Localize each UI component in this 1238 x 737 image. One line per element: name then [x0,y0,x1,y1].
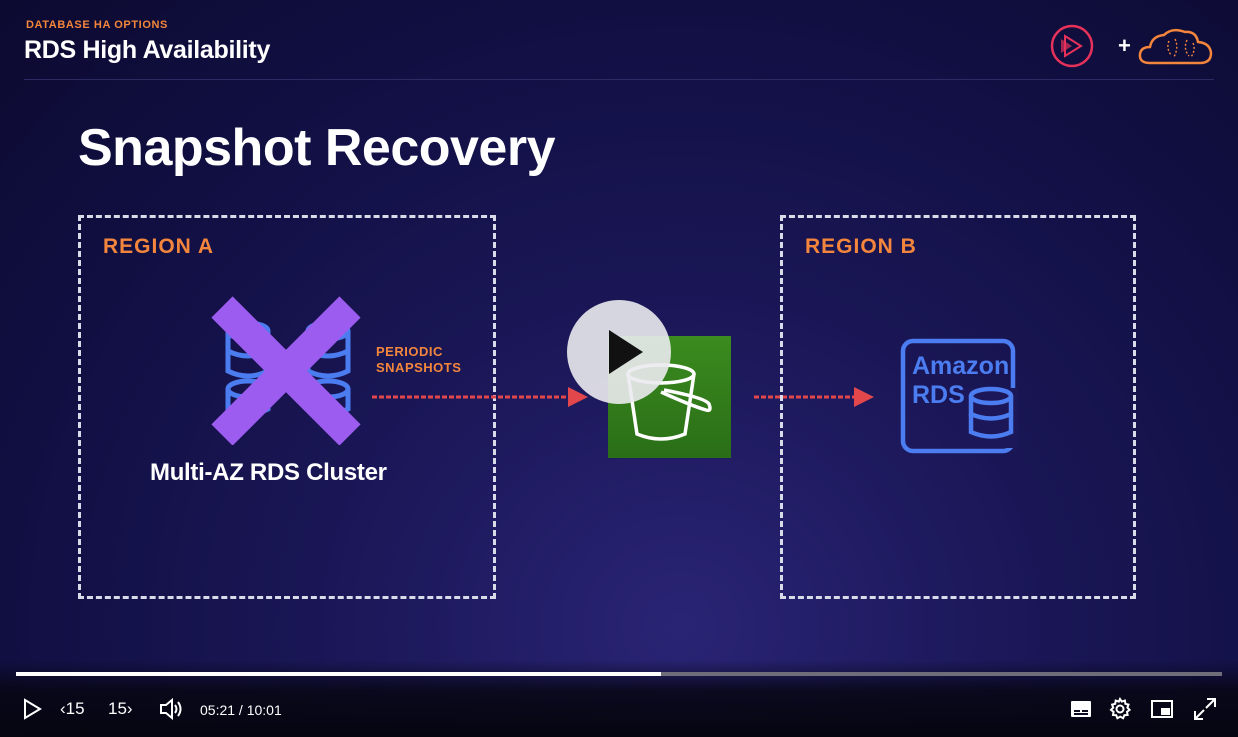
picture-in-picture-icon[interactable] [1150,698,1174,720]
volume-icon[interactable] [158,697,184,721]
progress-bar-fill [16,672,662,676]
amazon-rds-icon: Amazon RDS [900,338,1018,454]
region-a-box: REGION A [78,215,496,599]
center-play-button[interactable] [567,300,671,404]
captions-icon[interactable] [1070,699,1092,719]
cluster-label: Multi-AZ RDS Cluster [150,459,387,486]
play-icon[interactable] [22,698,42,720]
region-a-label: REGION A [103,235,215,258]
brand-plus-sign: + [1118,33,1131,58]
pluralsight-logo-icon [1050,24,1094,68]
skip-back-15-button[interactable]: ‹15 [60,699,85,718]
header-divider [24,79,1214,80]
periodic-snapshots-label: PERIODIC SNAPSHOTS [376,344,461,376]
region-b-box: REGION B [780,215,1136,599]
arrow-label-line-2: SNAPSHOTS [376,360,462,375]
acloud-guru-logo-icon [1138,28,1213,65]
center-play-icon [609,330,643,374]
arrow-label-line-1: PERIODIC [376,344,443,359]
skip-forward-15-button[interactable]: 15› [108,699,133,718]
rds-text-amazon: Amazon [912,352,1009,380]
restore-arrow-icon [754,387,874,407]
region-b-label: REGION B [805,235,917,258]
course-title: RDS High Availability [24,36,271,64]
brand-logos: + [1050,24,1213,68]
rds-text-rds: RDS [912,381,965,409]
progress-bar[interactable] [16,672,1222,676]
failed-rds-cluster-icon [211,296,361,445]
failure-x-icon [211,296,361,445]
fullscreen-icon[interactable] [1193,697,1217,721]
course-section-label: DATABASE HA OPTIONS [26,19,168,31]
slide-title: Snapshot Recovery [78,119,556,177]
time-display: 05:21 / 10:01 [200,702,282,718]
snapshot-arrow-icon [372,387,588,407]
settings-icon[interactable] [1108,697,1132,721]
